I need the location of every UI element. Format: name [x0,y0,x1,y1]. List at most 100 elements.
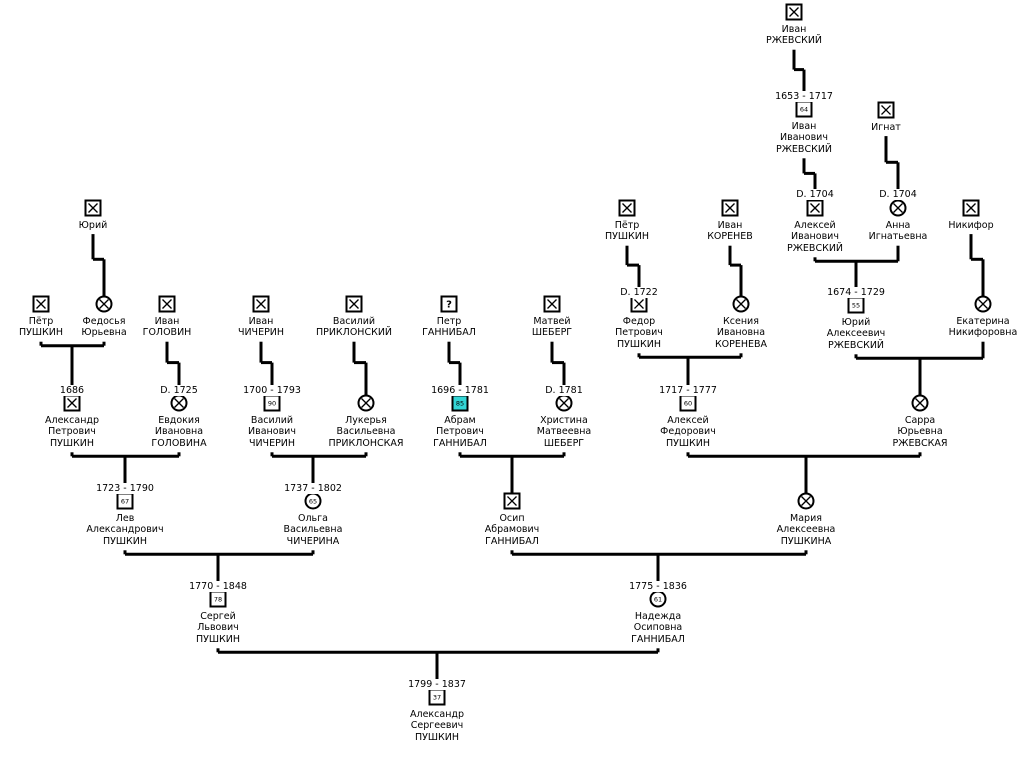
male-person-icon[interactable]: 78 [209,590,227,608]
person-name-line: Василий [332,315,376,327]
male-person-icon[interactable] [84,199,102,217]
person-name-line: Алексей [667,414,709,426]
person-name-line: ЧИЧЕРИН [237,327,285,339]
person-name-line: ПРИКЛОНСКИЙ [315,327,393,339]
person-name: Юрий [79,220,108,232]
person-name-line: Мария [790,512,822,524]
male-person-icon[interactable] [618,199,636,217]
person-name-line: Сарра [904,414,936,426]
male-person-icon[interactable] [721,199,739,217]
person-name-line: РЖЕВСКИЙ [765,35,823,47]
person-name-line: Иван [248,315,274,327]
male-person-icon[interactable] [785,3,803,21]
male-person-icon[interactable] [806,199,824,217]
life-dates: 1770 - 1848 [188,581,248,592]
person-name-line: Евдокия [158,414,200,426]
person-name-line: ПУШКИНА [780,535,832,547]
person-name-line: ПУШКИН [195,633,241,645]
female-person-icon[interactable] [889,199,907,217]
male-person-icon[interactable] [630,295,648,313]
person-name-line: ПУШКИН [18,327,64,339]
person-name-line: ПУШКИН [604,231,650,243]
female-person-icon[interactable] [797,492,815,510]
female-person-icon[interactable] [732,295,750,313]
person-name-line: Пётр [28,315,54,327]
female-person-icon[interactable] [170,394,188,412]
person-name-line: Александрович [86,524,164,536]
male-person-icon[interactable] [962,199,980,217]
male-person-icon[interactable] [543,295,561,313]
person-name-line: Александр [409,708,465,720]
person-name-line: КОРЕНЕВ [707,231,753,243]
life-dates: 1686 [58,385,86,396]
male-person-icon[interactable] [32,295,50,313]
male-person-icon[interactable] [252,295,270,313]
person-name-line: Алексеевна [776,524,836,536]
life-dates: 1799 - 1837 [407,679,467,690]
person-name-line: Абрамович [484,524,540,536]
person-name-line: Иван [781,23,807,35]
person-name: Игнат [871,122,901,134]
female-person-icon[interactable]: 61 [649,590,667,608]
male-person-icon[interactable]: ? [440,295,458,313]
person-name-line: ГАННИБАЛ [631,633,685,645]
person-name-line: Федор [622,315,656,327]
female-person-icon[interactable] [95,295,113,313]
male-person-icon[interactable]: 64 [795,100,813,118]
person-name-line: ЧИЧЕРИН [248,437,296,449]
male-person-icon[interactable]: 55 [847,296,865,314]
person-name-line: Иванович [791,231,839,243]
person-name-line: Петр [436,315,462,327]
male-person-icon[interactable] [877,101,895,119]
life-dates: D. 1704 [795,189,835,200]
person-name-line: Христина [540,414,588,426]
male-person-icon[interactable]: 90 [263,394,281,412]
person-name-line: Петрович [48,426,96,438]
male-person-icon[interactable]: 85 [451,394,469,412]
person-name-line: Александр [44,414,100,426]
person-name-line: Иванович [780,132,828,144]
person-name-line: ПУШКИН [102,535,148,547]
male-person-icon[interactable] [158,295,176,313]
person-name-line: Сергей [200,610,236,622]
life-dates: 1737 - 1802 [283,483,343,494]
life-dates: 1723 - 1790 [95,483,155,494]
male-person-icon[interactable]: 67 [116,492,134,510]
female-person-icon[interactable]: 65 [304,492,322,510]
female-person-icon[interactable] [911,394,929,412]
person-name: Никифор [948,220,993,232]
age-label: 65 [309,498,317,506]
male-person-icon[interactable] [345,295,363,313]
male-person-icon[interactable]: 37 [428,688,446,706]
life-dates: D. 1725 [159,385,199,396]
person-name-line: РЖЕВСКИЙ [775,143,833,155]
person-name-line: РЖЕВСКАЯ [892,437,948,449]
person-name-line: Федосья [82,315,126,327]
female-person-icon[interactable] [357,394,375,412]
person-name-line: ПУШКИН [665,437,711,449]
life-dates: D. 1722 [619,287,659,298]
person-name-line: Екатерина [956,315,1010,327]
female-person-icon[interactable] [974,295,992,313]
male-person-icon[interactable] [63,394,81,412]
age-label: 37 [433,694,441,702]
male-person-icon[interactable] [503,492,521,510]
person-name-line: ГАННИБАЛ [433,437,487,449]
male-person-icon[interactable]: 60 [679,394,697,412]
female-person-icon[interactable] [555,394,573,412]
person-name-line: Федорович [660,426,716,438]
